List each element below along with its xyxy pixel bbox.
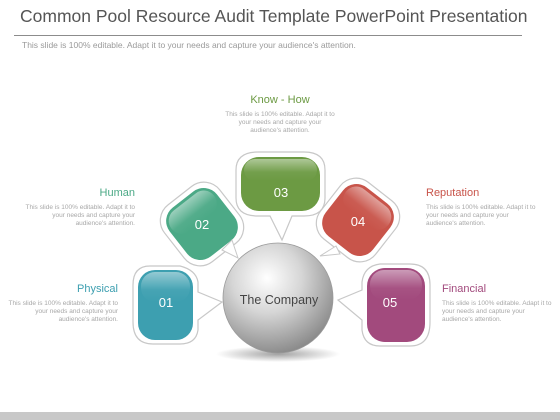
slide-subtitle: This slide is 100% editable. Adapt it to…: [22, 40, 356, 50]
physical-desc: This slide is 100% editable. Adapt it to…: [8, 300, 118, 323]
physical-heading: Physical: [77, 283, 118, 295]
slide-title: Common Pool Resource Audit Template Powe…: [20, 6, 528, 26]
node-03-knowhow: [235, 151, 326, 242]
financial-heading: Financial: [442, 283, 487, 295]
human-heading: Human: [99, 187, 135, 199]
node-03-number: 03: [274, 185, 288, 200]
node-04-number: 04: [351, 214, 365, 229]
financial-desc: This slide is 100% editable. Adapt it to…: [442, 300, 552, 323]
knowhow-desc: This slide is 100% editable. Adapt it to…: [225, 111, 335, 134]
center-label: The Company: [240, 293, 319, 307]
reputation-desc: This slide is 100% editable. Adapt it to…: [426, 204, 536, 227]
footer-bar: [0, 412, 560, 420]
human-desc: This slide is 100% editable. Adapt it to…: [25, 204, 135, 227]
sphere-shadow: [216, 346, 340, 362]
node-02-number: 02: [195, 217, 209, 232]
node-02-human: [159, 181, 245, 267]
node-01-number: 01: [159, 295, 173, 310]
title-divider: [14, 35, 522, 36]
knowhow-heading: Know - How: [250, 94, 310, 106]
node-01-physical: [132, 265, 224, 345]
center-sphere: [222, 242, 334, 354]
node-05-financial: [336, 263, 431, 347]
reputation-heading: Reputation: [426, 187, 480, 199]
node-04-reputation: [315, 177, 401, 263]
node-05-number: 05: [383, 295, 397, 310]
